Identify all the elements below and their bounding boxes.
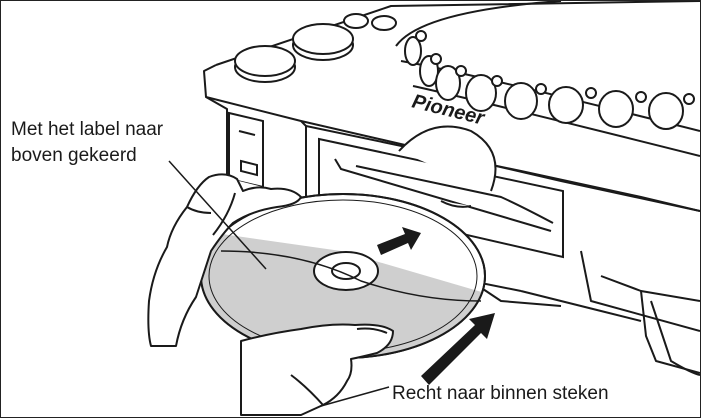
arrow-up-right-icon — [377, 227, 495, 385]
label-side-line-2: boven gekeerd — [11, 145, 137, 166]
label-side-callout: Met het label naar boven gekeerd — [11, 117, 163, 169]
jog-ring-holes — [404, 30, 695, 130]
insert-straight-callout: Recht naar binnen steken — [392, 383, 609, 404]
insert-straight-leader — [320, 386, 390, 407]
label-side-line-1: Met het label naar — [11, 119, 164, 140]
right-hand — [240, 323, 394, 416]
callout-leaders — [168, 160, 390, 407]
disc-slot — [318, 125, 564, 259]
top-buttons — [234, 13, 397, 83]
left-hand — [147, 173, 302, 347]
label-side-leader — [168, 160, 267, 270]
